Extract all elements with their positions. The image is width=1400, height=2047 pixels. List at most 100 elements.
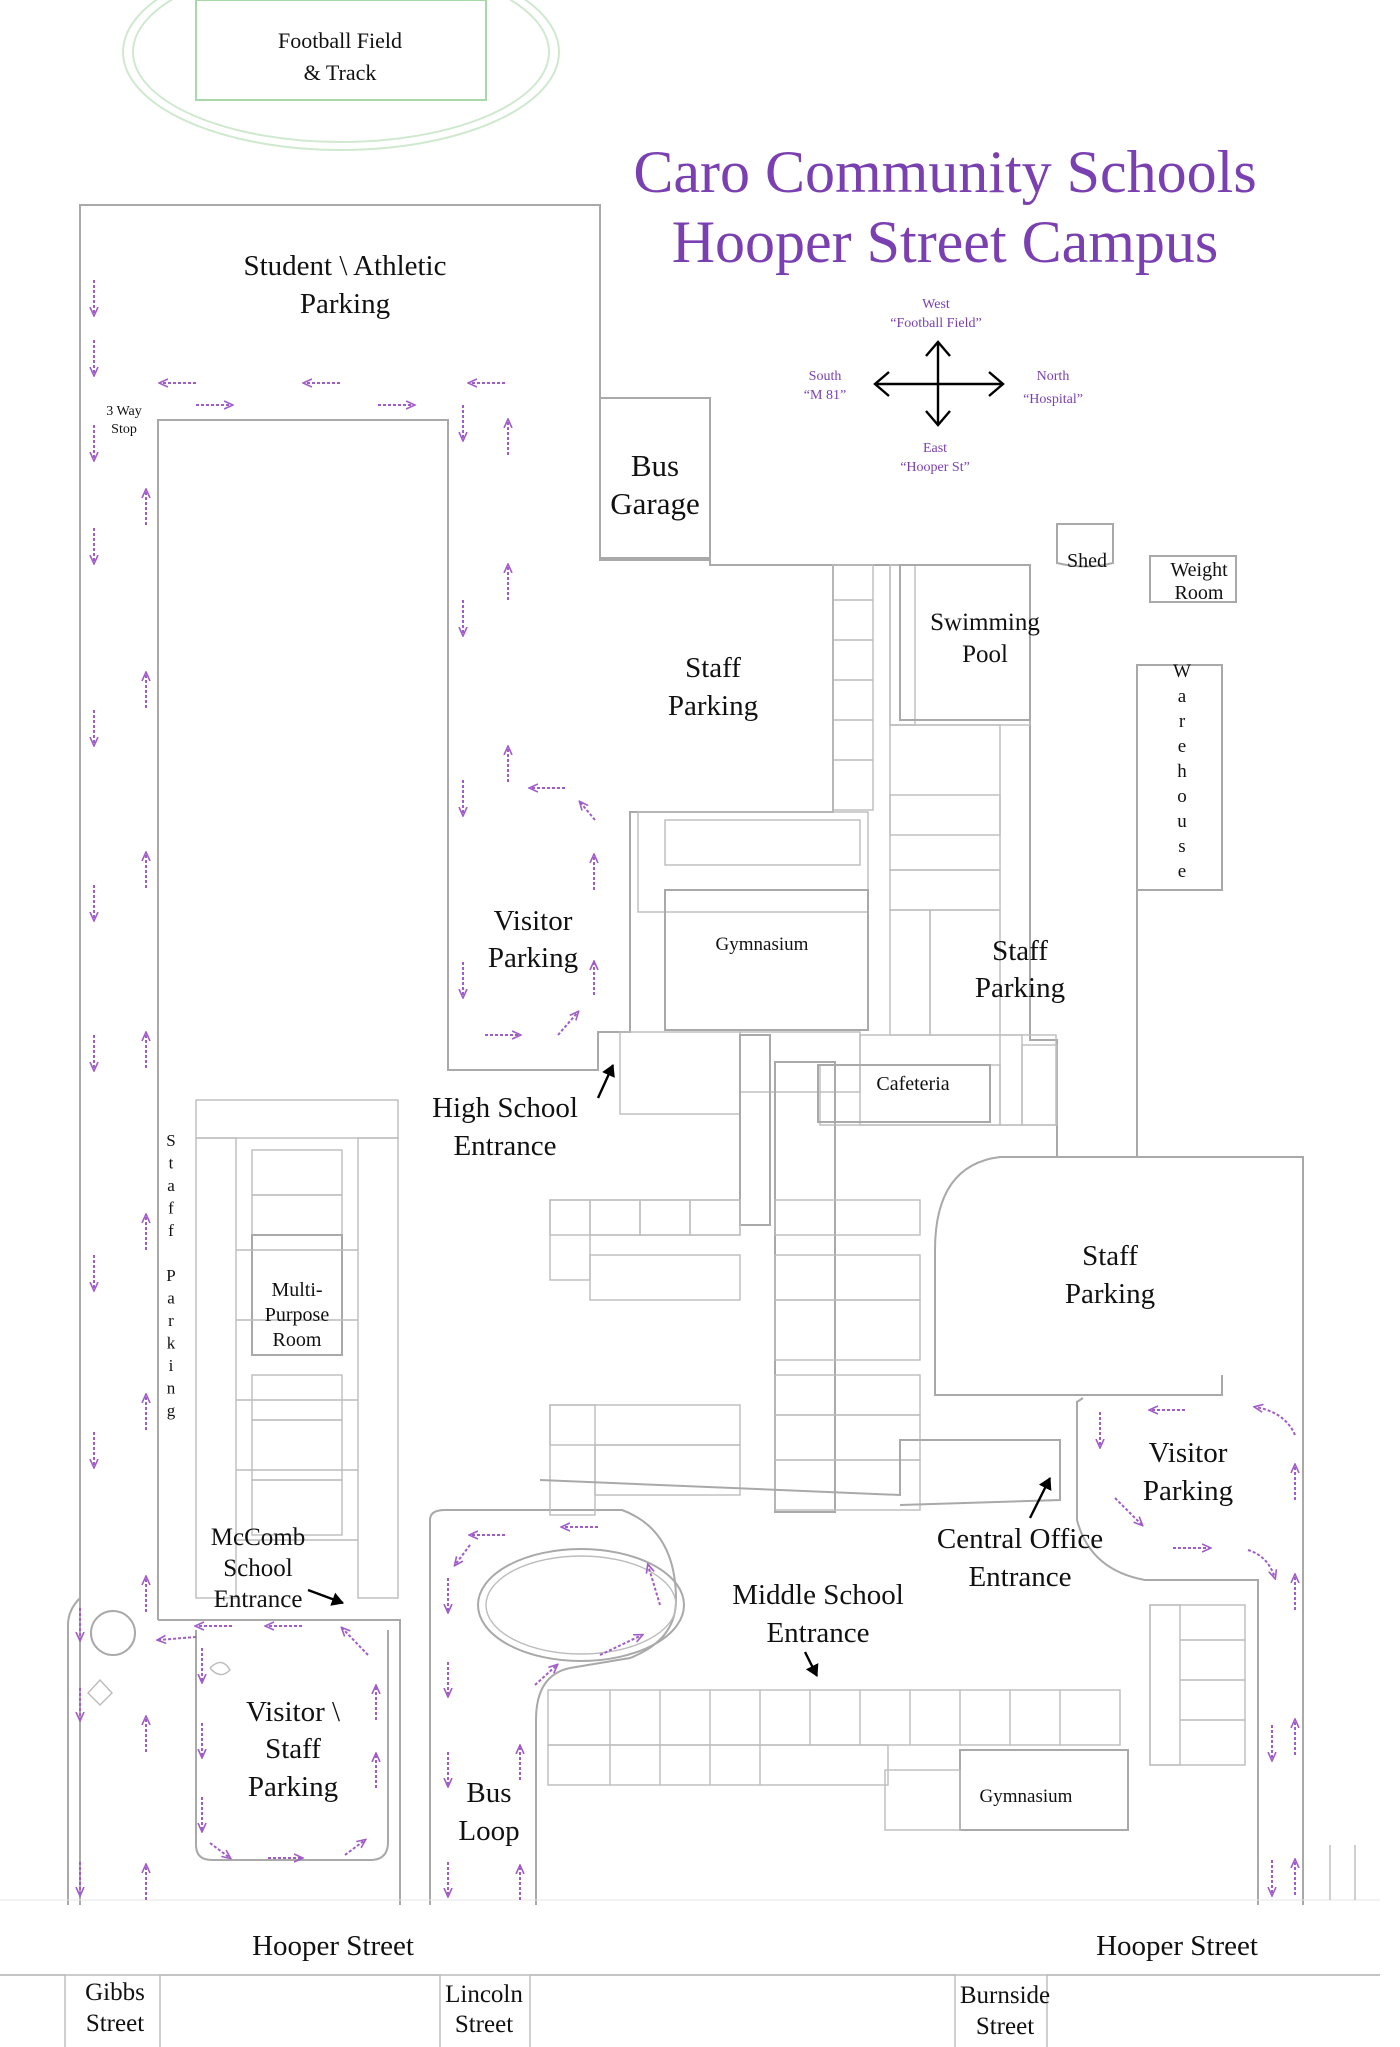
staff-parking-side-letter: g (167, 1401, 176, 1420)
hs-entrance-label: High School (432, 1092, 578, 1124)
hs-entrance-label-2: Entrance (453, 1130, 556, 1162)
lincoln-street-label: Lincoln (445, 1981, 523, 2008)
staff-parking-side-letter: a (167, 1176, 175, 1195)
bus-loop-label-2: Loop (458, 1815, 519, 1847)
staff-parking-side-letter: S (166, 1131, 175, 1150)
warehouse-label-letter: e (1178, 861, 1186, 882)
hs-entrance-arrow (596, 1064, 615, 1099)
three-way-stop-label: 3 Way (106, 404, 142, 419)
middle-school-building: Gymnasium (547, 1604, 1246, 1831)
staff-parking-side-letter: a (167, 1289, 175, 1308)
warehouse-label-letter: s (1178, 836, 1185, 857)
hooper-street-label-left: Hooper Street (252, 1930, 414, 1962)
center-classroom-wings (539, 1199, 1061, 1516)
mccomb-entrance-label: McComb (211, 1524, 305, 1551)
bus-garage-label-2: Garage (610, 486, 700, 521)
parking-lot-outlines (67, 204, 1304, 1905)
compass-south-sub: “M 81” (804, 388, 846, 403)
football-field-label: Football Field (278, 28, 402, 53)
compass-north-sub: “Hospital” (1023, 392, 1083, 407)
staff-parking-side-letter: r (168, 1311, 174, 1330)
burnside-street-label: Burnside (960, 1982, 1050, 2009)
warehouse-label-letter: a (1178, 686, 1187, 707)
warehouse-label-letter: u (1177, 811, 1187, 832)
compass-west-sub: “Football Field” (890, 316, 981, 331)
ms-entrance-label: Middle School (732, 1579, 904, 1611)
multi-purpose-label: Multi- (271, 1279, 322, 1301)
staff-parking-mid-label: Staff (992, 935, 1048, 967)
map-subtitle: Hooper Street Campus (672, 209, 1219, 275)
swimming-pool: Swimming Pool (899, 564, 1040, 721)
visitor-parking-ms-label: Visitor (1149, 1437, 1228, 1469)
map-title: Caro Community Schools (633, 139, 1256, 205)
visitor-staff-parking-label: Visitor \ (246, 1696, 341, 1728)
staff-parking-right-label: Staff (1082, 1240, 1138, 1272)
visitor-staff-parking-label-2: Staff (265, 1733, 321, 1765)
central-office-label: Central Office (937, 1523, 1103, 1555)
burnside-street-label-2: Street (976, 2013, 1034, 2040)
football-field-label-2: & Track (304, 60, 377, 85)
streets: Hooper Street Hooper Street Gibbs Street… (0, 1845, 1380, 2047)
mccomb-entrance-label-2: School (223, 1555, 293, 1582)
staff-parking-side-letter: i (169, 1356, 174, 1375)
gibbs-street-label: Gibbs (85, 1979, 145, 2006)
warehouse-label-letter: W (1173, 661, 1191, 682)
staff-parking-side-letter: P (166, 1266, 175, 1285)
cafeteria: Cafeteria (817, 1064, 991, 1123)
compass-east-sub: “Hooper St” (900, 460, 970, 475)
warehouse-label-letter: o (1177, 786, 1187, 807)
mccomb-entrance-label-3: Entrance (214, 1586, 303, 1613)
staff-parking-mid-label-2: Parking (975, 972, 1065, 1004)
cafeteria-label: Cafeteria (876, 1073, 949, 1095)
hooper-street-label-right: Hooper Street (1096, 1930, 1258, 1962)
staff-parking-side-letter: k (167, 1334, 176, 1353)
mccomb-building: Multi- Purpose Room (195, 1099, 399, 1599)
gymnasium-hs-label: Gymnasium (716, 934, 809, 955)
multi-purpose-label-2: Purpose (265, 1304, 330, 1326)
compass-rose: West “Football Field” South “M 81” North… (804, 297, 1083, 475)
gibbs-street-label-2: Street (86, 2010, 144, 2037)
bus-garage-label: Bus (631, 448, 679, 483)
ms-entrance-arrow (803, 1651, 819, 1677)
weight-room: Weight Room (1149, 555, 1237, 604)
lincoln-street-label-2: Street (455, 2011, 513, 2038)
visitor-parking-ms-label-2: Parking (1143, 1475, 1233, 1507)
mccomb-entrance-arrow (307, 1588, 344, 1606)
compass-west: West (922, 297, 950, 312)
compass-east: East (923, 441, 947, 456)
multi-purpose-label-3: Room (273, 1329, 322, 1351)
entrance-arrows (307, 1064, 1052, 1677)
student-parking-label: Student \ Athletic (244, 250, 447, 282)
central-office-arrow (1028, 1477, 1052, 1519)
staff-parking-side-letter: f (168, 1199, 174, 1218)
football-field: Football Field & Track (122, 0, 560, 151)
bus-loop-label: Bus (466, 1777, 511, 1809)
swimming-pool-label-2: Pool (962, 641, 1008, 668)
ms-entrance-label-2: Entrance (766, 1617, 869, 1649)
staff-parking-side-letter: f (168, 1221, 174, 1240)
warehouse-label-letter: r (1179, 711, 1186, 732)
gymnasium-ms-label: Gymnasium (980, 1786, 1073, 1807)
visitor-parking-hs-label-2: Parking (488, 942, 578, 974)
shed: Shed (1056, 523, 1114, 572)
staff-parking-top-label: Staff (685, 652, 741, 684)
staff-parking-side-letter: t (169, 1154, 174, 1173)
swimming-pool-label: Swimming (930, 609, 1040, 636)
visitor-staff-parking-label-3: Parking (248, 1771, 338, 1803)
bus-garage: Bus Garage (599, 397, 711, 559)
shed-label: Shed (1067, 550, 1107, 572)
visitor-parking-hs-label: Visitor (494, 905, 573, 937)
weight-room-label-2: Room (1175, 582, 1224, 604)
compass-south: South (809, 369, 842, 384)
traffic-flow-arrows (80, 280, 1295, 1900)
staff-parking-right-label-2: Parking (1065, 1278, 1155, 1310)
central-office-label-2: Entrance (968, 1561, 1071, 1593)
student-parking-label-2: Parking (300, 288, 390, 320)
staff-parking-side-letter: n (167, 1379, 176, 1398)
warehouse-label-letter: h (1177, 761, 1187, 782)
weight-room-label: Weight (1170, 559, 1228, 581)
warehouse-label-letter: e (1178, 736, 1186, 757)
compass-north: North (1037, 369, 1070, 384)
